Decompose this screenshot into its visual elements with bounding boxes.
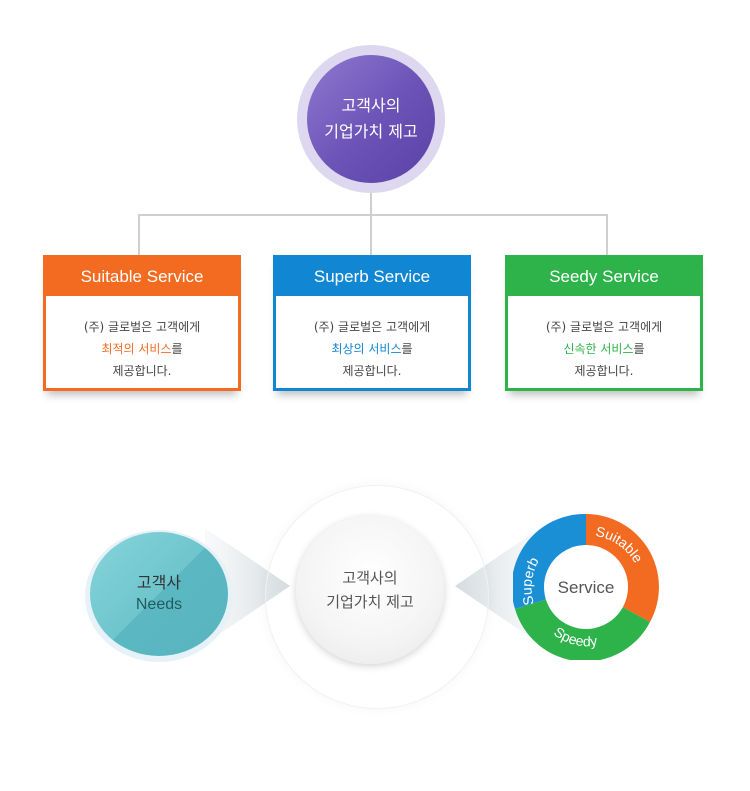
connector-drop-left — [138, 214, 140, 256]
card-suffix: 를 — [401, 342, 413, 356]
connector-vertical-main — [370, 190, 372, 215]
card-seedy-service: Seedy Service (주) 글로벌은 고객에게 신속한 서비스를 제공합… — [505, 255, 703, 391]
center-line2: 기업가치 제고 — [326, 593, 414, 611]
card-suitable-service: Suitable Service (주) 글로벌은 고객에게 최적의 서비스를 … — [43, 255, 241, 391]
top-circle: 고객사의 기업가치 제고 — [307, 55, 435, 183]
card-line1: (주) 글로벌은 고객에게 — [313, 320, 431, 334]
center-line1: 고객사의 — [342, 569, 398, 587]
card-title: Seedy Service — [508, 258, 700, 296]
connector-drop-right — [606, 214, 608, 256]
needs-circle: 고객사 Needs — [90, 532, 228, 656]
card-suffix: 를 — [171, 342, 183, 356]
card-title: Superb Service — [276, 258, 468, 296]
ring-segment-superb — [513, 514, 586, 609]
card-title: Suitable Service — [46, 258, 238, 296]
card-suffix: 를 — [633, 342, 645, 356]
top-circle-line2: 기업가치 제고 — [324, 122, 418, 141]
top-circle-line1: 고객사의 — [341, 96, 401, 115]
center-halo — [265, 485, 489, 709]
card-line3: 제공합니다. — [574, 364, 634, 378]
card-line1: (주) 글로벌은 고객에게 — [545, 320, 663, 334]
card-line1: (주) 글로벌은 고객에게 — [83, 320, 201, 334]
card-highlight: 신속한 서비스 — [563, 342, 634, 356]
ring-center-label: Service — [558, 578, 615, 597]
connector-horizontal — [138, 214, 608, 216]
needs-line1: 고객사 — [136, 573, 182, 592]
card-superb-service: Superb Service (주) 글로벌은 고객에게 최상의 서비스를 제공… — [273, 255, 471, 391]
needs-line2: Needs — [135, 596, 183, 613]
card-highlight: 최상의 서비스 — [331, 342, 402, 356]
service-ring: Superb Suitable Speedy Service — [513, 514, 659, 660]
connector-drop-middle — [370, 214, 372, 256]
card-highlight: 최적의 서비스 — [101, 342, 172, 356]
card-line3: 제공합니다. — [112, 364, 172, 378]
center-circle: 고객사의 기업가치 제고 — [296, 516, 444, 664]
card-line3: 제공합니다. — [342, 364, 402, 378]
